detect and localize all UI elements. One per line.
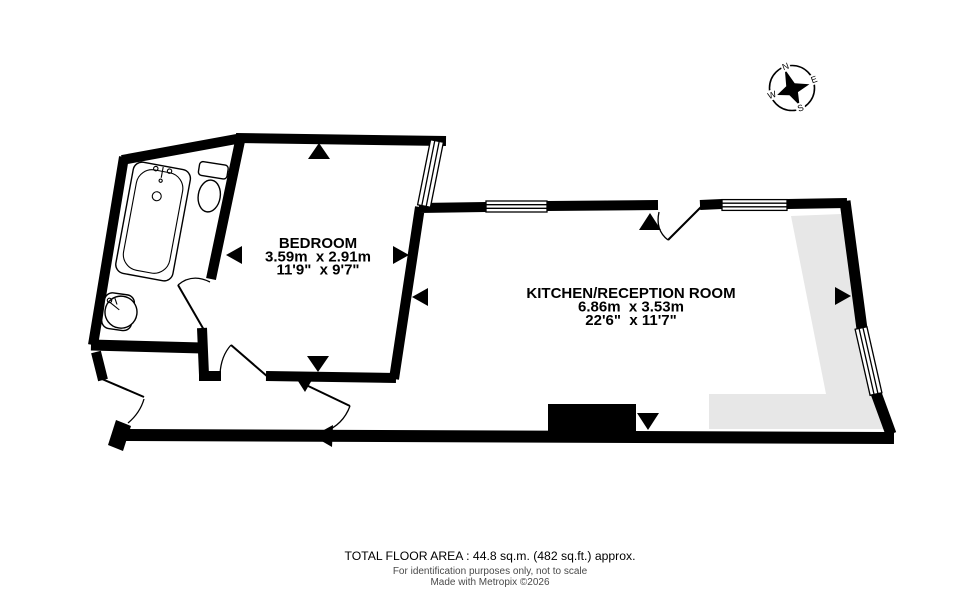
compass-circle: [768, 64, 816, 112]
kitchen-door-icon: [657, 206, 702, 241]
kitchen-metric-dimensions: 6.86m x 3.53m: [578, 299, 684, 316]
bathroom-door-icon: [177, 277, 211, 331]
kitchen-name: KITCHEN/RECEPTION ROOM: [526, 285, 735, 302]
dimension-arrows: [226, 143, 851, 430]
compass-west-label: W: [766, 89, 778, 101]
sink-icon: [100, 292, 138, 332]
hall-opening-door-icon: [296, 378, 351, 447]
kitchen-arrow-up-icon: [639, 213, 661, 230]
bedroom-imperial-dimensions: 11'9" x 9'7": [276, 262, 359, 279]
windows: [416, 138, 883, 397]
kitchen-imperial-dimensions: 22'6" x 11'7": [585, 312, 676, 329]
walls: [88, 133, 897, 451]
wall-end-cap: [108, 420, 131, 451]
doors: [101, 206, 702, 447]
toilet-icon: [197, 160, 229, 213]
kitchen-counter: [709, 214, 885, 429]
bedroom-metric-dimensions: 3.59m x 2.91m: [265, 249, 371, 266]
compass: N E S W: [764, 59, 820, 116]
kitchen-arrow-left-icon: [412, 288, 428, 306]
entry-door-icon: [101, 378, 145, 424]
compass-east-label: E: [809, 74, 818, 85]
total-floor-area-text: TOTAL FLOOR AREA : 44.8 sq.m. (482 sq.ft…: [344, 549, 636, 563]
disclaimer-text: For identification purposes only, not to…: [392, 566, 588, 577]
bedroom-label: BEDROOM 3.59m x 2.91m 11'9" x 9'7": [265, 235, 371, 279]
credit-text: Made with Metropix ©2026: [430, 577, 550, 588]
bedroom-name: BEDROOM: [279, 235, 357, 252]
kitchen-arrow-right-icon: [835, 287, 851, 305]
bathtub-icon: [115, 161, 192, 282]
kitchen-side-window-icon: [854, 325, 883, 397]
bedroom-arrow-down-icon: [307, 356, 329, 372]
bedroom-door-icon: [219, 344, 269, 378]
compass-star-icon: [777, 69, 810, 106]
kitchen-label: KITCHEN/RECEPTION ROOM 6.86m x 3.53m 22'…: [526, 285, 735, 329]
bedroom-arrow-left-icon: [226, 246, 242, 264]
chimney-breast: [548, 404, 636, 432]
bedroom-arrow-right-icon: [393, 246, 409, 264]
bedroom-window-icon: [416, 138, 445, 209]
bedroom-arrow-up-icon: [308, 143, 330, 159]
kitchen-arrow-down-icon: [637, 413, 659, 430]
kitchen-window-right-icon: [721, 198, 788, 212]
kitchen-window-left-icon: [485, 200, 548, 213]
compass-south-label: S: [796, 102, 805, 113]
compass-north-label: N: [781, 61, 791, 73]
